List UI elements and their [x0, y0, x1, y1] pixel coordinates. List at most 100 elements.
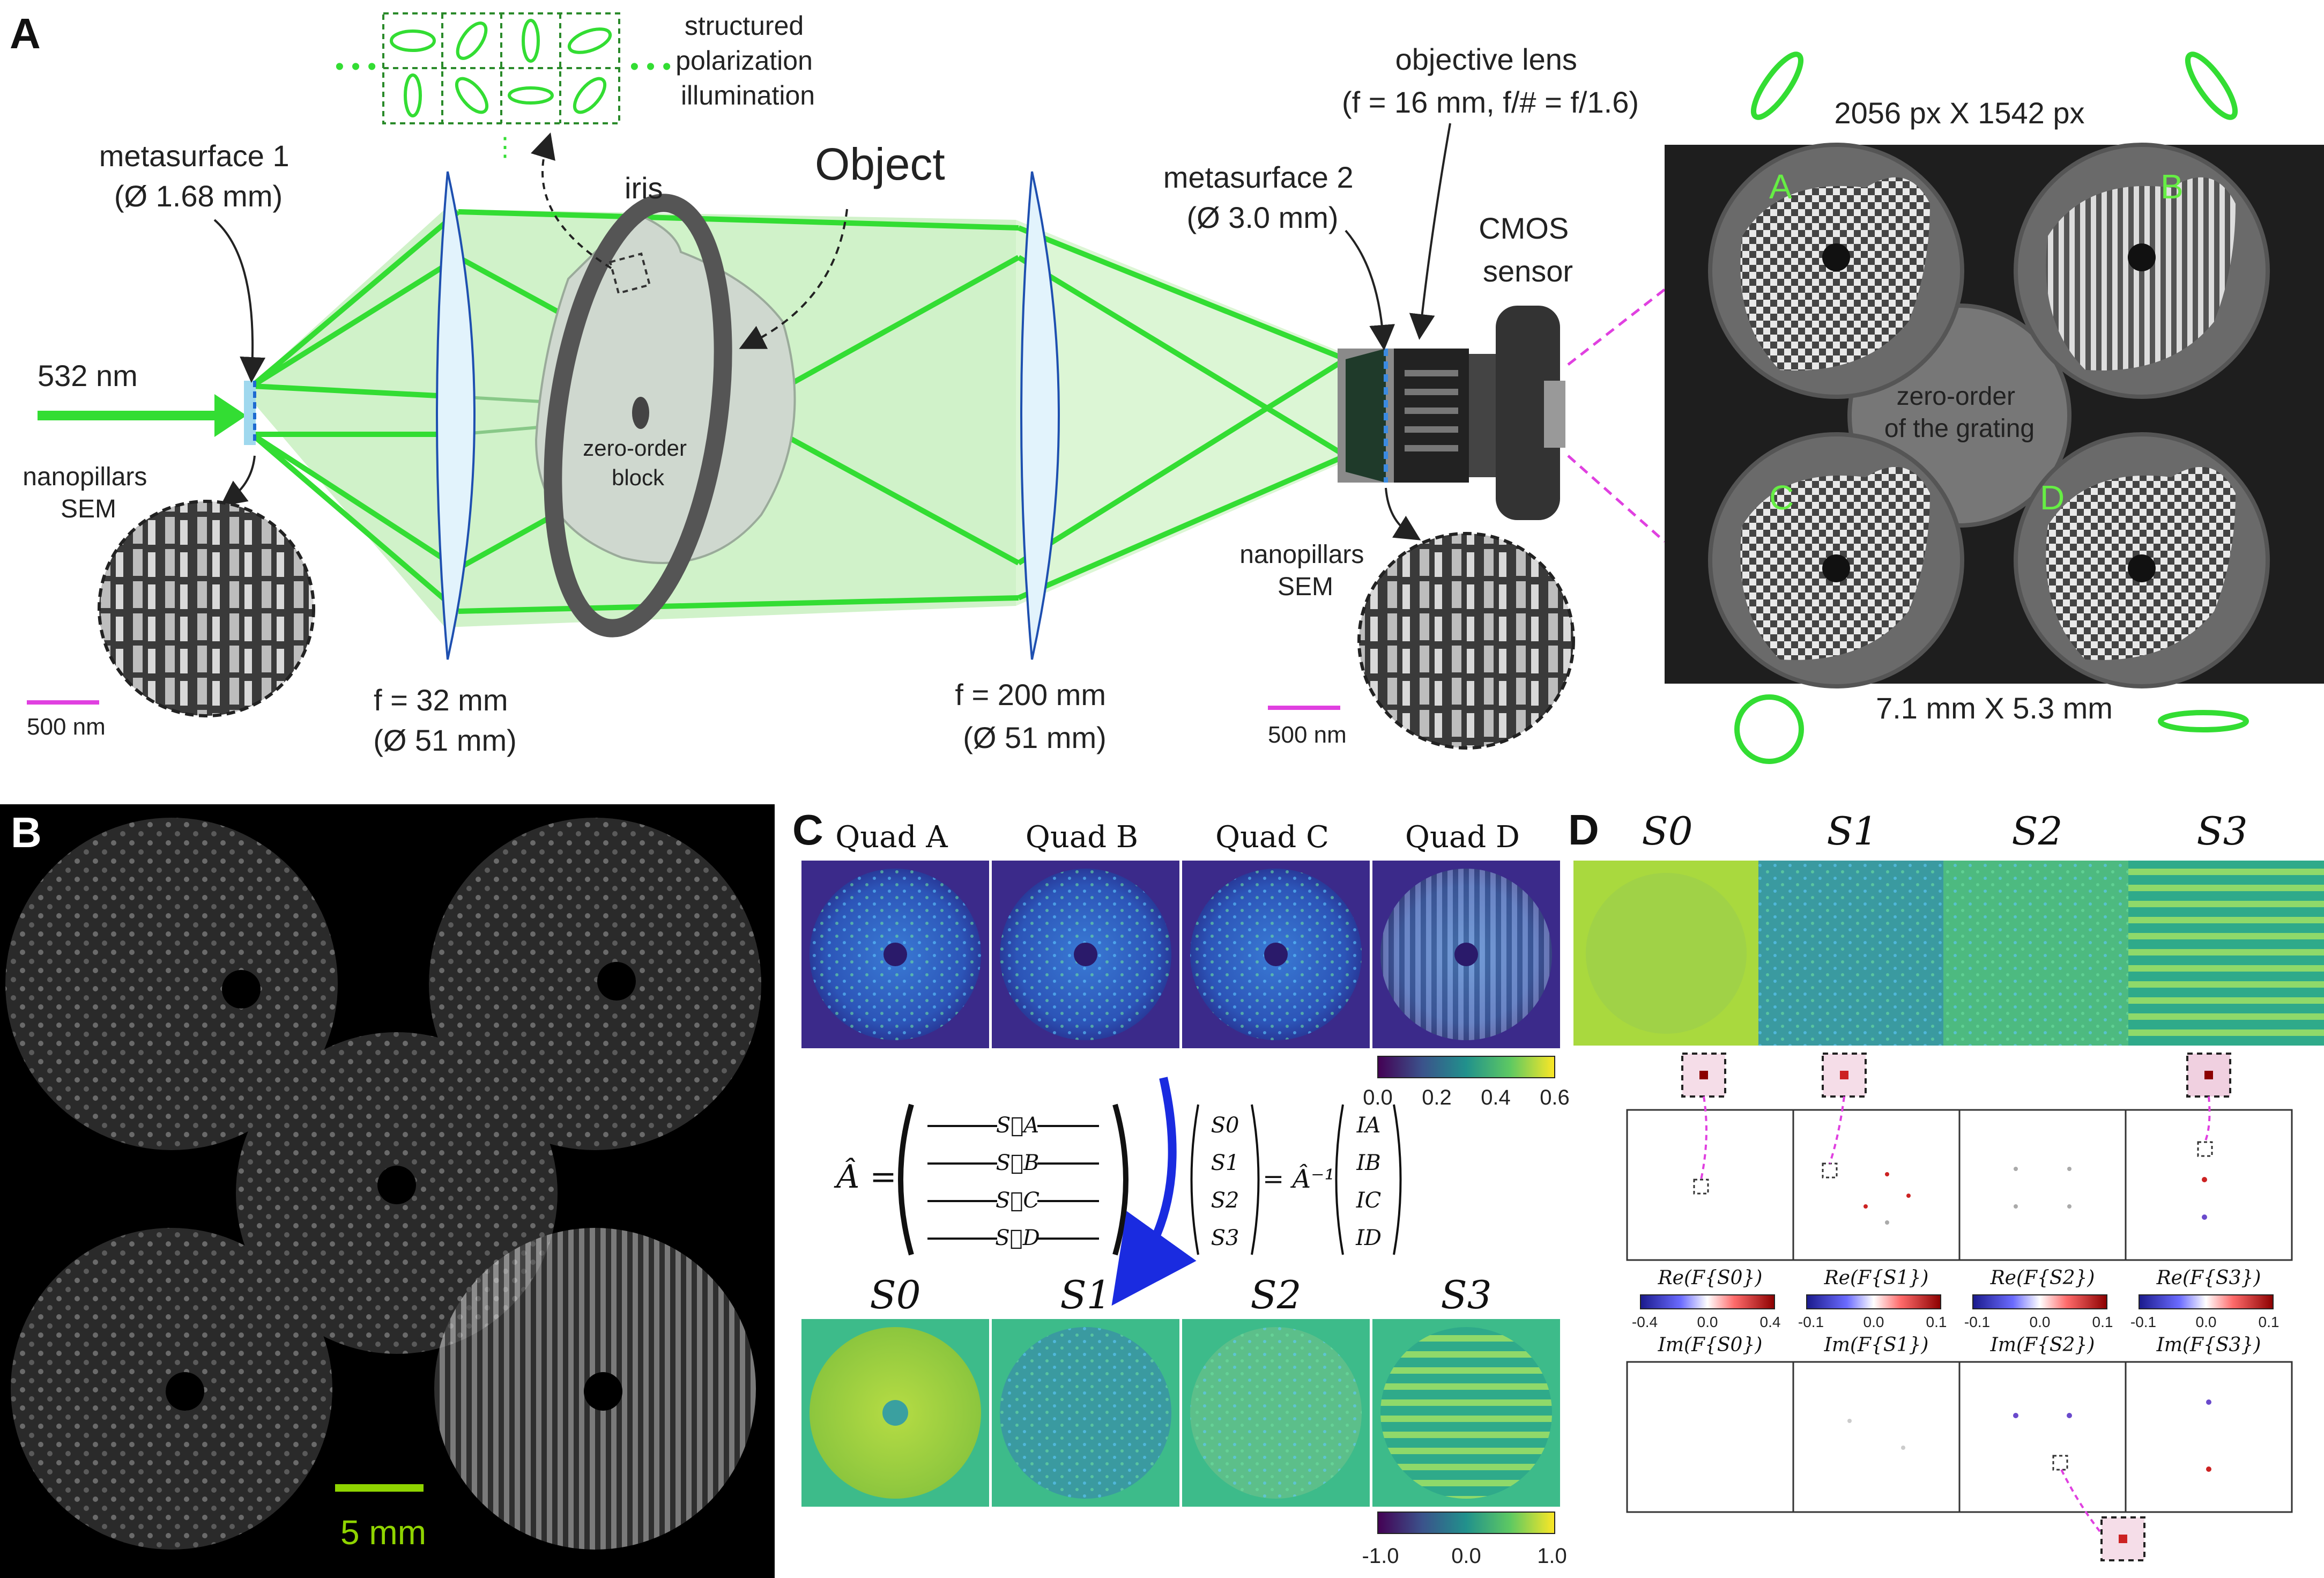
sensor-quad-b: B [2014, 143, 2270, 399]
svg-text:S⃗C: S⃗C [996, 1188, 1040, 1213]
svg-text:0.1: 0.1 [2092, 1314, 2113, 1330]
svg-text:B: B [2160, 167, 2184, 206]
lens-2 [1020, 171, 1060, 660]
svg-text:S3: S3 [1211, 1226, 1239, 1250]
iris [544, 194, 732, 638]
polarization-circle-icon [1734, 694, 1804, 764]
svg-text:A: A [1769, 167, 1792, 206]
inversion-equation: Â = S⃗A S⃗B S⃗C S⃗D S0 S1 S2 S3 [834, 1103, 1402, 1256]
sensor-quad-c: C [1708, 432, 1964, 688]
cmos-sensor [1496, 306, 1560, 520]
svg-text:0.0: 0.0 [1697, 1314, 1718, 1330]
sensor-px-label: 2056 px X 1542 px [1834, 96, 2084, 130]
sensor-mm-label: 7.1 mm X 5.3 mm [1876, 691, 2113, 725]
wavelength-label: 532 nm [38, 359, 138, 392]
scale-label-2: 500 nm [1268, 722, 1347, 748]
svg-text:0.0: 0.0 [1451, 1544, 1481, 1568]
svg-text:S⃗B: S⃗B [996, 1151, 1040, 1175]
d-stokes-images [1573, 861, 2324, 1046]
polarization-linear-icon [2158, 710, 2249, 732]
c-s2-label: S2 [1250, 1272, 1301, 1317]
nanopillars-sem-label-1: nanopillars SEM [23, 463, 154, 523]
svg-text:S2: S2 [1211, 1188, 1239, 1213]
svg-text:S1: S1 [1211, 1151, 1239, 1175]
structured-illum-label: structured polarization illumination [675, 11, 820, 110]
zero-order-block [632, 397, 649, 429]
svg-text:0.0: 0.0 [2030, 1314, 2051, 1330]
panel-d: D S0 S1 S2 S3 [1568, 806, 2324, 1561]
metasurface-1 [244, 381, 256, 445]
svg-text:1.0: 1.0 [1537, 1544, 1567, 1568]
d-s1-label: S1 [1826, 809, 1877, 854]
svg-text:= Â⁻¹: = Â⁻¹ [1263, 1164, 1335, 1194]
zero-order-grating-label: zero-order of the grating [1884, 382, 2035, 443]
svg-text:• • •: • • • [335, 53, 376, 81]
svg-text:• • •: • • • [630, 53, 671, 81]
re-label-1: Re(F{S1}) [1824, 1267, 1929, 1289]
svg-text:-0.1: -0.1 [1798, 1314, 1824, 1330]
lens-1-label: f = 32 mm (Ø 51 mm) [373, 683, 517, 757]
im-label-2: Im(F{S2}) [1990, 1334, 2095, 1356]
svg-text:0.2: 0.2 [1422, 1086, 1452, 1109]
iris-label: iris [625, 171, 663, 205]
polarization-ellipse-icon [1750, 51, 1804, 120]
svg-text:0.0: 0.0 [2196, 1314, 2217, 1330]
quad-b-label: Quad B [1026, 820, 1138, 855]
panel-b: B 5 mm [0, 804, 775, 1578]
quad-a-label: Quad A [835, 820, 948, 855]
im-fourier-boxes [1626, 1361, 2293, 1513]
svg-text:ID: ID [1355, 1226, 1382, 1250]
svg-text:0.1: 0.1 [1926, 1314, 1947, 1330]
re-label-0: Re(F{S0}) [1658, 1267, 1763, 1289]
svg-text:S⃗D: S⃗D [995, 1226, 1040, 1250]
scale-label-b: 5 mm [340, 1513, 426, 1552]
d-s3-label: S3 [2196, 809, 2247, 854]
panel-a: A • • • • • • ⋮ structured polarization … [10, 10, 2324, 764]
structured-illumination-grid: • • • • • • ⋮ [335, 12, 671, 161]
nanopillars-sem-label-2: nanopillars SEM [1239, 540, 1371, 601]
panel-label-a: A [10, 10, 41, 57]
re-label-2: Re(F{S2}) [1990, 1267, 2095, 1289]
svg-text:0.0: 0.0 [1863, 1314, 1884, 1330]
bwr-colorbars [1640, 1294, 2274, 1309]
lens-2-label: f = 200 mm (Ø 51 mm) [955, 678, 1114, 754]
c-s1-label: S1 [1060, 1272, 1111, 1317]
d-s2-label: S2 [2011, 809, 2062, 854]
inversion-arrow [1111, 1077, 1197, 1306]
d-s0-label: S0 [1642, 809, 1692, 854]
im-label-1: Im(F{S1}) [1824, 1334, 1929, 1356]
svg-text:C: C [1769, 478, 1794, 517]
svg-text:IC: IC [1356, 1188, 1381, 1213]
svg-text:⋮: ⋮ [492, 133, 518, 161]
object-label: Object [815, 139, 945, 189]
c-s3-label: S3 [1441, 1272, 1491, 1317]
svg-text:IB: IB [1356, 1151, 1380, 1175]
svg-text:0.4: 0.4 [1760, 1314, 1781, 1330]
quad-d-label: Quad D [1405, 820, 1520, 855]
quad-c-label: Quad C [1215, 820, 1329, 855]
objective-label: objective lens (f = 16 mm, f/# = f/1.6) [1342, 42, 1639, 119]
svg-text:S⃗A: S⃗A [996, 1113, 1039, 1138]
svg-text:-0.1: -0.1 [1964, 1314, 1990, 1330]
sem-inset-1 [98, 500, 315, 717]
svg-text:Â =: Â = [834, 1158, 897, 1196]
panel-c: C Quad A Quad B Quad C Quad D [792, 806, 1570, 1568]
panel-label-c: C [792, 806, 823, 854]
svg-text:0.4: 0.4 [1481, 1086, 1511, 1109]
svg-text:-0.1: -0.1 [2130, 1314, 2156, 1330]
im-label-3: Im(F{S3}) [2156, 1334, 2261, 1356]
panel-label-d: D [1568, 806, 1599, 854]
quad-images [801, 861, 1560, 1048]
svg-text:D: D [2040, 478, 2065, 517]
colorbar-2 [1377, 1512, 1555, 1534]
svg-text:IA: IA [1356, 1113, 1381, 1138]
c-s0-label: S0 [870, 1272, 920, 1317]
re-label-3: Re(F{S3}) [2156, 1267, 2261, 1289]
re-fourier-boxes [1626, 1109, 2293, 1261]
cmos-label: CMOS sensor [1479, 211, 1577, 288]
metasurface-2-label: metasurface 2 (Ø 3.0 mm) [1163, 160, 1362, 234]
colorbar-1 [1377, 1056, 1555, 1078]
sensor-quad-d: D [2014, 432, 2270, 688]
object-shape [534, 213, 796, 564]
